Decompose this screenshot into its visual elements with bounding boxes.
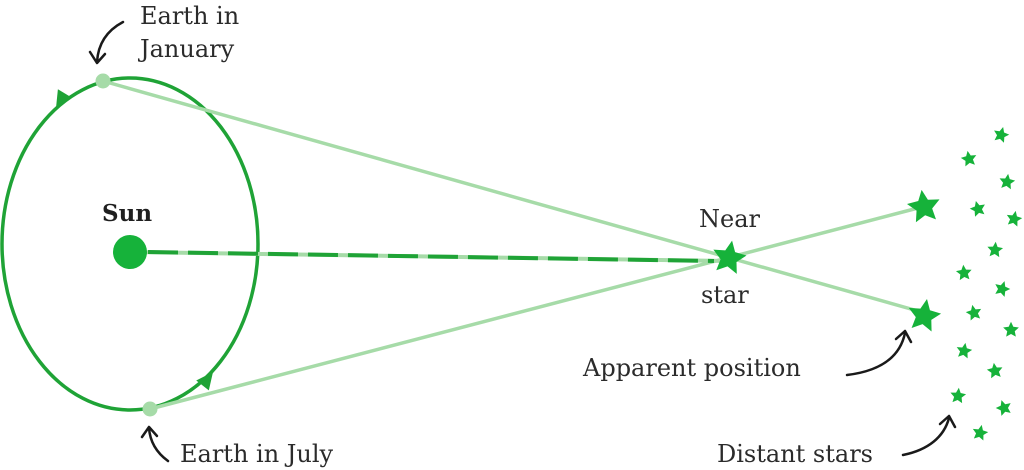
apparent-position-label: Apparent position: [582, 354, 801, 382]
distant-star-icon: [969, 201, 985, 217]
distant-star-icon: [995, 400, 1011, 416]
distant-star-icon: [955, 264, 972, 281]
sight-line-july: [149, 206, 919, 411]
orbit-direction-arrow-bottom: [196, 372, 213, 391]
sun-to-star-dashes: [147, 250, 715, 263]
near-star-icon: [713, 240, 747, 274]
arrow-apparent-position-icon: [845, 329, 913, 377]
distant-star-icon: [965, 304, 982, 321]
distant-star-icon: [999, 173, 1016, 190]
sight-line-january: [102, 79, 919, 313]
distant-stars-label: Distant stars: [717, 440, 873, 468]
distant-star-icon: [950, 387, 967, 404]
near-star-label-line1: Near: [699, 205, 761, 233]
arrow-distant-stars-icon: [901, 414, 957, 457]
distant-star-icon: [1003, 321, 1019, 337]
distant-star-icon: [986, 362, 1003, 379]
arrow-earth-january-icon: [88, 20, 125, 65]
earth-july-label: Earth in July: [180, 440, 334, 468]
apparent-position-star-upper-icon: [907, 189, 940, 223]
distant-stars-field: [950, 127, 1023, 441]
earth-january-label-line2: January: [137, 35, 235, 63]
earth-january-dot: [95, 73, 111, 89]
earth-orbit: [0, 76, 260, 412]
near-star-label-line2: star: [701, 281, 749, 309]
arrow-earth-july-icon: [140, 425, 170, 463]
earth-july-dot: [142, 401, 158, 417]
distant-star-icon: [994, 127, 1010, 143]
distant-star-icon: [987, 241, 1004, 258]
earth-january-label-line1: Earth in: [140, 2, 239, 30]
distant-star-icon: [960, 150, 977, 167]
apparent-position-star-lower-icon: [908, 299, 942, 332]
distant-star-icon: [1006, 210, 1023, 227]
sun-label: Sun: [102, 200, 152, 227]
distant-star-icon: [956, 342, 973, 359]
distant-star-icon: [995, 281, 1011, 297]
distant-star-icon: [972, 424, 989, 441]
orbit-direction-arrow-top: [56, 89, 72, 108]
sun-dot: [113, 235, 147, 269]
